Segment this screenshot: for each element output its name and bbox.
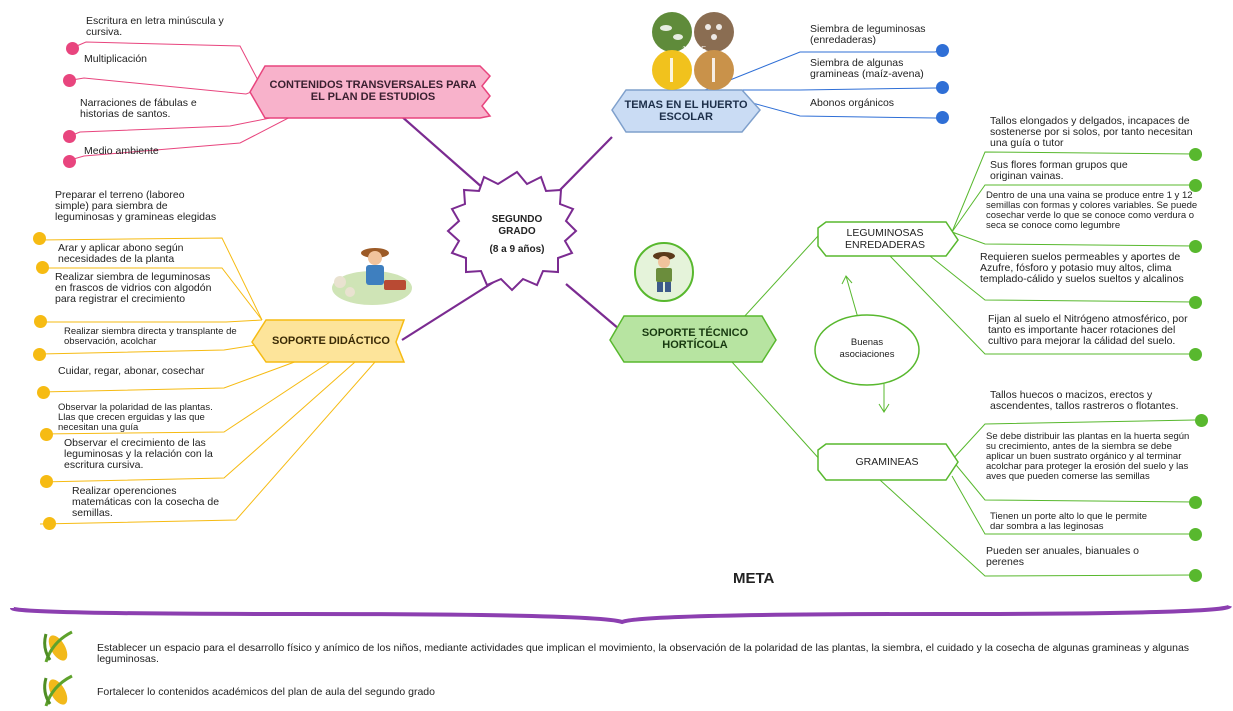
- gramineas-bullet: [1189, 528, 1202, 541]
- gramineas-item: Se debe distribuir las plantas en la hue…: [986, 431, 1190, 482]
- contenidos-item: Escritura en letra minúscula y cursiva.: [86, 15, 224, 38]
- didactico-bullet: [40, 428, 53, 441]
- leguminosas-shape: [817, 221, 959, 257]
- meta-title: META: [733, 570, 775, 587]
- farmer-icon: [332, 248, 412, 305]
- contenidos-bullet: [63, 130, 76, 143]
- temas-node-label: TEMAS EN EL HUERTO ESCOLAR: [624, 99, 748, 123]
- didactico-bullet: [37, 386, 50, 399]
- didactico-item: Realizar operenciones matemáticas con la…: [72, 485, 220, 519]
- leguminosas-item: Sus flores forman grupos que originan va…: [990, 159, 1128, 182]
- didactico-item: Observar el crecimiento de las leguminos…: [64, 437, 213, 471]
- gramineas-node-label: GRAMINEAS: [855, 456, 919, 468]
- temas-item: Siembra de leguminosas (enredaderas): [810, 23, 926, 46]
- leguminosas-item: Tallos elongados y delgados, incapaces d…: [990, 115, 1193, 149]
- didactico-bullet: [43, 517, 56, 530]
- gramineas-item: Tienen un porte alto lo que le permite d…: [990, 511, 1148, 532]
- meta-goal: Fortalecer lo contenidos académicos del …: [97, 686, 435, 698]
- meta-goal: Establecer un espacio para el desarrollo…: [97, 642, 1190, 665]
- associations-ellipse: [814, 314, 920, 386]
- seeds-icon: [652, 12, 734, 90]
- didactico-bullet: [33, 232, 46, 245]
- contenidos-bullet: [63, 74, 76, 87]
- didactico-item: Cuidar, regar, abonar, cosechar: [58, 365, 205, 377]
- gramineas-item: Pueden ser anuales, bianuales o perenes: [986, 545, 1139, 568]
- watermark-text: 123RF: [682, 45, 707, 54]
- didactico-bullet: [40, 475, 53, 488]
- gramineas-bullet: [1195, 414, 1208, 427]
- leguminosas-item: Fijan al suelo el Nitrógeno atmosférico,…: [988, 313, 1188, 347]
- didactico-bullet: [36, 261, 49, 274]
- didactico-item: Realizar siembra de leguminosas en frasc…: [55, 271, 212, 305]
- temas-bullet: [936, 111, 949, 124]
- corn-icon-2: [43, 674, 73, 707]
- didactico-item: Arar y aplicar abono según necesidades d…: [58, 242, 184, 265]
- center-subtitle: (8 a 9 años): [489, 244, 545, 255]
- contenidos-item: Medio ambiente: [84, 145, 159, 157]
- leguminosas-bullet: [1189, 240, 1202, 253]
- contenidos-bullet: [63, 155, 76, 168]
- corn-icon-1: [43, 630, 73, 663]
- temas-shape: [611, 89, 761, 133]
- center-starburst: [446, 170, 578, 292]
- leguminosas-bullet: [1189, 179, 1202, 192]
- leguminosas-node-label: LEGUMINOSAS ENREDADERAS: [845, 227, 925, 251]
- contenidos-item: Narraciones de fábulas e historias de sa…: [80, 97, 197, 120]
- didactico-item: Realizar siembra directa y transplante d…: [64, 326, 237, 347]
- center-title: SEGUNDO GRADO: [491, 214, 543, 237]
- center-node: SEGUNDO GRADO (8 a 9 años): [466, 185, 568, 285]
- gramineas-bullet: [1189, 496, 1202, 509]
- temas-bullet: [936, 81, 949, 94]
- gramineas-item: Tallos huecos o macizos, erectos y ascen…: [990, 389, 1179, 412]
- gardener-icon: [634, 242, 694, 302]
- didactico-bullet: [33, 348, 46, 361]
- didactico-node-label: SOPORTE DIDÁCTICO: [272, 335, 390, 347]
- associations-label: Buenas asociaciones: [839, 337, 895, 360]
- gramineas-shape: [817, 443, 959, 481]
- gramineas-bullet: [1189, 569, 1202, 582]
- temas-bullet: [936, 44, 949, 57]
- contenidos-item: Multiplicación: [84, 53, 148, 65]
- meta-banner: [10, 604, 1232, 625]
- tecnico-shape: [609, 315, 777, 363]
- didactico-item: Observar la polaridad de las plantas. Ll…: [58, 402, 213, 433]
- tecnico-node-label: SOPORTE TÉCNICO HORTÍCOLA: [641, 327, 749, 351]
- contenidos-node-label: CONTENIDOS TRANSVERSALES PARA EL PLAN DE…: [269, 79, 477, 103]
- temas-item: Siembra de algunas gramineas (maíz-avena…: [810, 57, 924, 80]
- didactico-shape: [251, 319, 406, 363]
- contenidos-bullet: [66, 42, 79, 55]
- leguminosas-bullet: [1189, 148, 1202, 161]
- leguminosas-item: Dentro de una una vaina se produce entre…: [986, 191, 1198, 231]
- temas-item: Abonos orgánicos: [810, 97, 895, 109]
- contenidos-ribbon: [249, 65, 492, 119]
- leguminosas-bullet: [1189, 296, 1202, 309]
- didactico-bullet: [34, 315, 47, 328]
- didactico-item: Preparar el terreno (laboreo simple) par…: [55, 189, 217, 223]
- leguminosas-bullet: [1189, 348, 1202, 361]
- leguminosas-item: Requieren suelos permeables y aportes de…: [980, 251, 1184, 285]
